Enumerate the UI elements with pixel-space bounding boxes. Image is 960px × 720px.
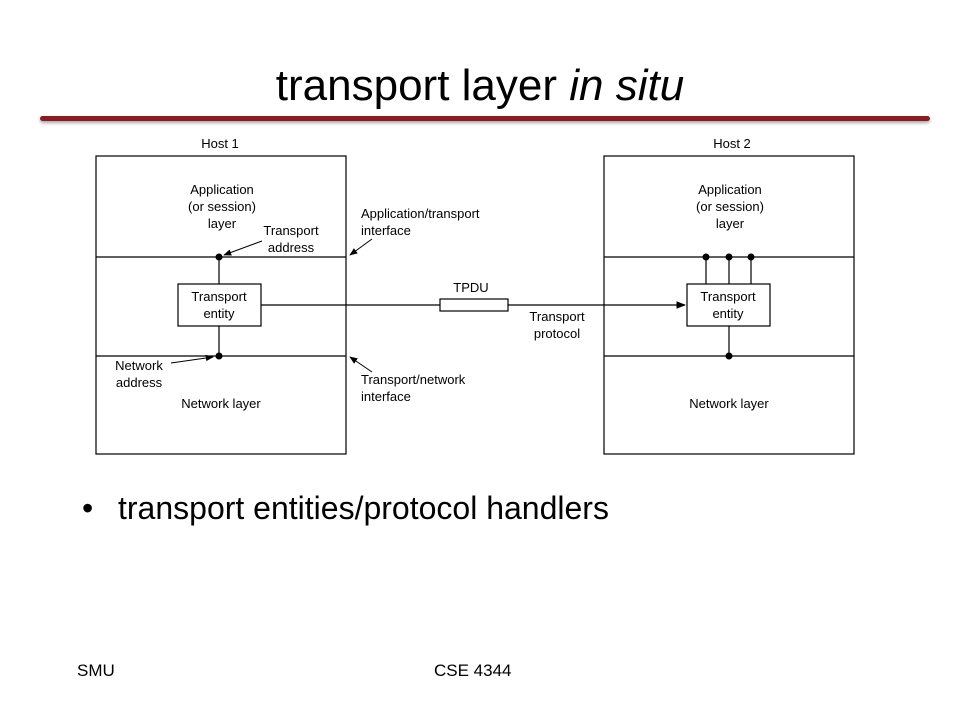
app-transport-interface-line-2: interface bbox=[361, 223, 411, 238]
app-transport-interface-line-1: Application/transport bbox=[361, 206, 480, 221]
host-1-app-line-1: Application bbox=[190, 182, 254, 197]
transport-network-interface-line-2: interface bbox=[361, 389, 411, 404]
transport-protocol-line-1: Transport bbox=[529, 309, 585, 324]
transport-protocol-line-2: protocol bbox=[534, 326, 580, 341]
tpdu-link: TPDU Transport protocol bbox=[261, 280, 686, 341]
tpdu-label: TPDU bbox=[453, 280, 488, 295]
host-2: Host 2 Application (or session) layer Tr… bbox=[603, 136, 855, 455]
host-1: Host 1 Application (or session) layer Tr… bbox=[95, 136, 347, 455]
network-address-arrow bbox=[170, 354, 214, 364]
host-2-box bbox=[603, 155, 855, 455]
slide-title: transport layer in situ bbox=[0, 58, 960, 114]
interface-labels: Application/transport interface Transpor… bbox=[349, 206, 480, 404]
footer-center: CSE 4344 bbox=[434, 661, 512, 680]
host-2-app-line-1: Application bbox=[698, 182, 762, 197]
host-1-network-layer: Network layer bbox=[181, 396, 261, 411]
transport-address-line-1: Transport bbox=[263, 223, 319, 238]
title-underline bbox=[40, 116, 930, 121]
host-2-transport-entity-box bbox=[686, 283, 771, 327]
bullet-text: transport entities/protocol handlers bbox=[118, 490, 609, 526]
host-1-transport-entity-line-1: Transport bbox=[191, 289, 247, 304]
host-2-transport-entity-line-2: entity bbox=[712, 306, 744, 321]
transport-address-point bbox=[215, 253, 223, 261]
app-transport-interface-arrow bbox=[349, 238, 373, 256]
transport-network-interface-arrow bbox=[349, 356, 373, 373]
host-2-transport-entity-line-1: Transport bbox=[700, 289, 756, 304]
host-1-app-line-2: (or session) bbox=[188, 199, 256, 214]
host-2-address-point-3 bbox=[747, 253, 755, 261]
host-1-transport-entity-box bbox=[177, 283, 262, 327]
network-address-point bbox=[215, 352, 223, 360]
host-2-app-line-2: (or session) bbox=[696, 199, 764, 214]
bullet-dot-icon: • bbox=[82, 490, 94, 526]
transport-address-arrow bbox=[223, 240, 263, 256]
host-2-app-line-3: layer bbox=[716, 216, 745, 231]
title-main: transport layer bbox=[275, 61, 570, 110]
transport-network-interface-line-1: Transport/network bbox=[361, 372, 466, 387]
bullet-item: • transport entities/protocol handlers bbox=[82, 488, 609, 528]
title-italic: in situ bbox=[569, 61, 685, 110]
footer-left: SMU bbox=[77, 661, 115, 680]
host-1-transport-entity-line-2: entity bbox=[203, 306, 235, 321]
host-1-title: Host 1 bbox=[201, 136, 239, 151]
host-1-app-line-3: layer bbox=[208, 216, 237, 231]
host-2-address-point-2 bbox=[725, 253, 733, 261]
network-address-line-2: address bbox=[116, 375, 163, 390]
host-2-network-layer: Network layer bbox=[689, 396, 769, 411]
network-address-line-1: Network bbox=[115, 358, 163, 373]
host-2-network-point bbox=[725, 352, 733, 360]
host-2-title: Host 2 bbox=[713, 136, 751, 151]
host-2-address-point-1 bbox=[702, 253, 710, 261]
tpdu-packet bbox=[439, 298, 509, 312]
transport-address-line-2: address bbox=[268, 240, 315, 255]
